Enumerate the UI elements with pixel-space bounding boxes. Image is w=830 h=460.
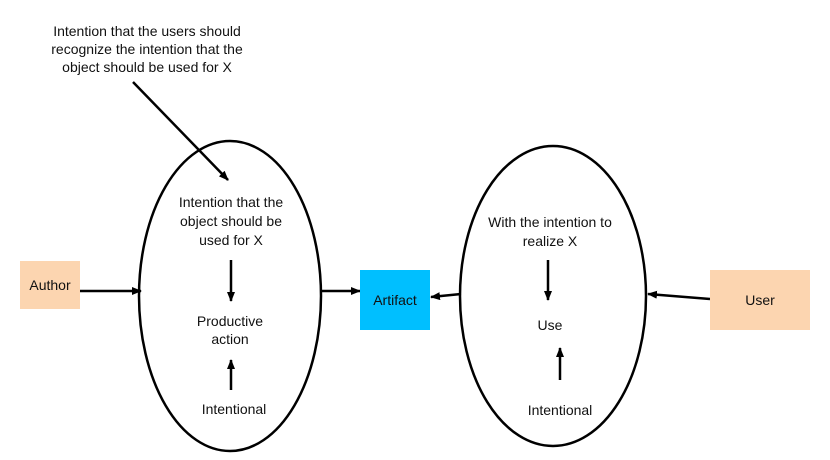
right-top-line-2: realize X <box>522 233 578 249</box>
author-label: Author <box>29 277 71 293</box>
right-ellipse-bottom-text: Intentional <box>527 402 593 418</box>
left-ellipse-bottom-text: Intentional <box>201 401 267 417</box>
annotation-line-1: Intention that the users should <box>53 23 241 39</box>
user-arrow <box>647 290 711 301</box>
artifact-box: Artifact <box>360 270 430 330</box>
right-ellipse <box>458 144 648 448</box>
artifact-label: Artifact <box>373 292 417 308</box>
annotation-line-3: object should be used for X <box>62 59 232 75</box>
left-top-line-2: object should be <box>180 213 282 229</box>
right-to-artifact-arrow <box>430 292 462 301</box>
left-middle-line-2: action <box>211 331 249 347</box>
right-ellipse-middle-text: Use <box>537 317 563 333</box>
right-ellipse-top-text: With the intention to realize X <box>470 213 630 251</box>
user-box: User <box>710 270 810 330</box>
annotation-arrow <box>132 81 229 181</box>
left-ellipse <box>137 139 323 453</box>
author-box: Author <box>20 261 80 309</box>
left-top-line-1: Intention that the <box>178 194 284 210</box>
left-top-line-3: used for X <box>199 232 263 248</box>
right-top-line-1: With the intention to <box>488 214 612 230</box>
annotation-line-2: recognize the intention that the <box>51 41 243 57</box>
left-ellipse-top-text: Intention that the object should be used… <box>160 193 302 250</box>
left-middle-line-1: Productive <box>196 313 264 329</box>
left-ellipse-middle-text: Productive action <box>170 312 290 348</box>
annotation-text: Intention that the users should recogniz… <box>18 22 276 76</box>
user-label: User <box>745 292 775 308</box>
